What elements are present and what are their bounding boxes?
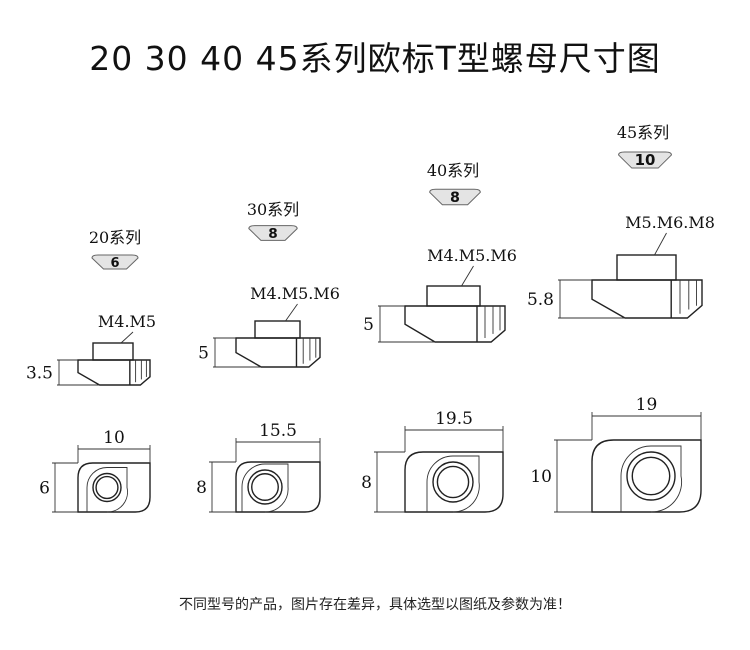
thread-hole-inner [631, 456, 671, 496]
page-title: 20 30 40 45系列欧标T型螺母尺寸图 [89, 39, 661, 78]
thread-leader-line [285, 303, 298, 322]
thread-leader-line [461, 265, 474, 287]
height-dimension-label: 5 [363, 315, 374, 335]
thread-leader-line [120, 331, 134, 344]
nut-thread-boss [92, 342, 134, 361]
nut-top-body [77, 462, 151, 513]
thread-size-label: M4.M5.M6 [427, 246, 517, 265]
depth-dimension-label: 8 [196, 478, 207, 498]
nut-top-recess [426, 455, 480, 513]
height-dimension-label: 5 [198, 344, 209, 364]
thread-size-label: M4.M5 [98, 312, 156, 331]
height-dimension-label: 5.8 [527, 290, 554, 310]
width-dimension-label: 19 [636, 395, 658, 415]
thread-leader-line [654, 232, 667, 256]
thread-hole-inner [95, 475, 119, 500]
nut-thread-boss [616, 254, 677, 281]
depth-dimension-label: 10 [530, 467, 552, 487]
depth-dimension-label: 8 [361, 473, 372, 493]
series-label: 30系列 [247, 200, 299, 219]
height-dimension-label: 3.5 [26, 364, 53, 384]
slot-size-label: 6 [110, 256, 119, 271]
nut-side-body [77, 359, 151, 386]
depth-dimension-label: 6 [39, 479, 50, 499]
nut-top-recess [86, 467, 128, 513]
nut-side-body [235, 337, 321, 368]
series-label: 20系列 [89, 228, 141, 247]
nut-side-body [591, 279, 703, 319]
nut-top-body [404, 451, 504, 513]
width-dimension-label: 19.5 [435, 409, 473, 429]
series-label: 45系列 [617, 123, 669, 142]
thread-hole-outer [92, 472, 122, 503]
thread-hole-inner [436, 465, 470, 499]
nut-top-recess [620, 445, 683, 513]
thread-hole-outer [432, 461, 474, 503]
series-label: 40系列 [427, 161, 479, 180]
nut-top-recess [241, 463, 289, 513]
nut-thread-boss [426, 285, 481, 307]
nut-thread-boss [254, 320, 301, 339]
thread-size-label: M5.M6.M8 [625, 213, 715, 232]
nut-top-body [591, 439, 702, 513]
slot-profile-icon [618, 151, 672, 169]
slot-size-label: 8 [450, 190, 460, 206]
slot-profile-icon [429, 188, 481, 206]
disclaimer-note: 不同型号的产品，图片存在差异，具体选型以图纸及参数为准！ [179, 597, 571, 613]
thread-hole-outer [247, 469, 283, 505]
slot-size-label: 8 [268, 226, 278, 242]
width-dimension-label: 10 [103, 428, 125, 448]
slot-size-label: 10 [635, 151, 656, 169]
thread-hole-inner [251, 473, 279, 501]
nut-side-body [404, 305, 506, 343]
slot-profile-icon [91, 254, 139, 270]
width-dimension-label: 15.5 [259, 421, 297, 441]
thread-size-label: M4.M5.M6 [250, 284, 340, 303]
thread-hole-outer [626, 451, 676, 501]
slot-profile-icon [248, 225, 298, 241]
